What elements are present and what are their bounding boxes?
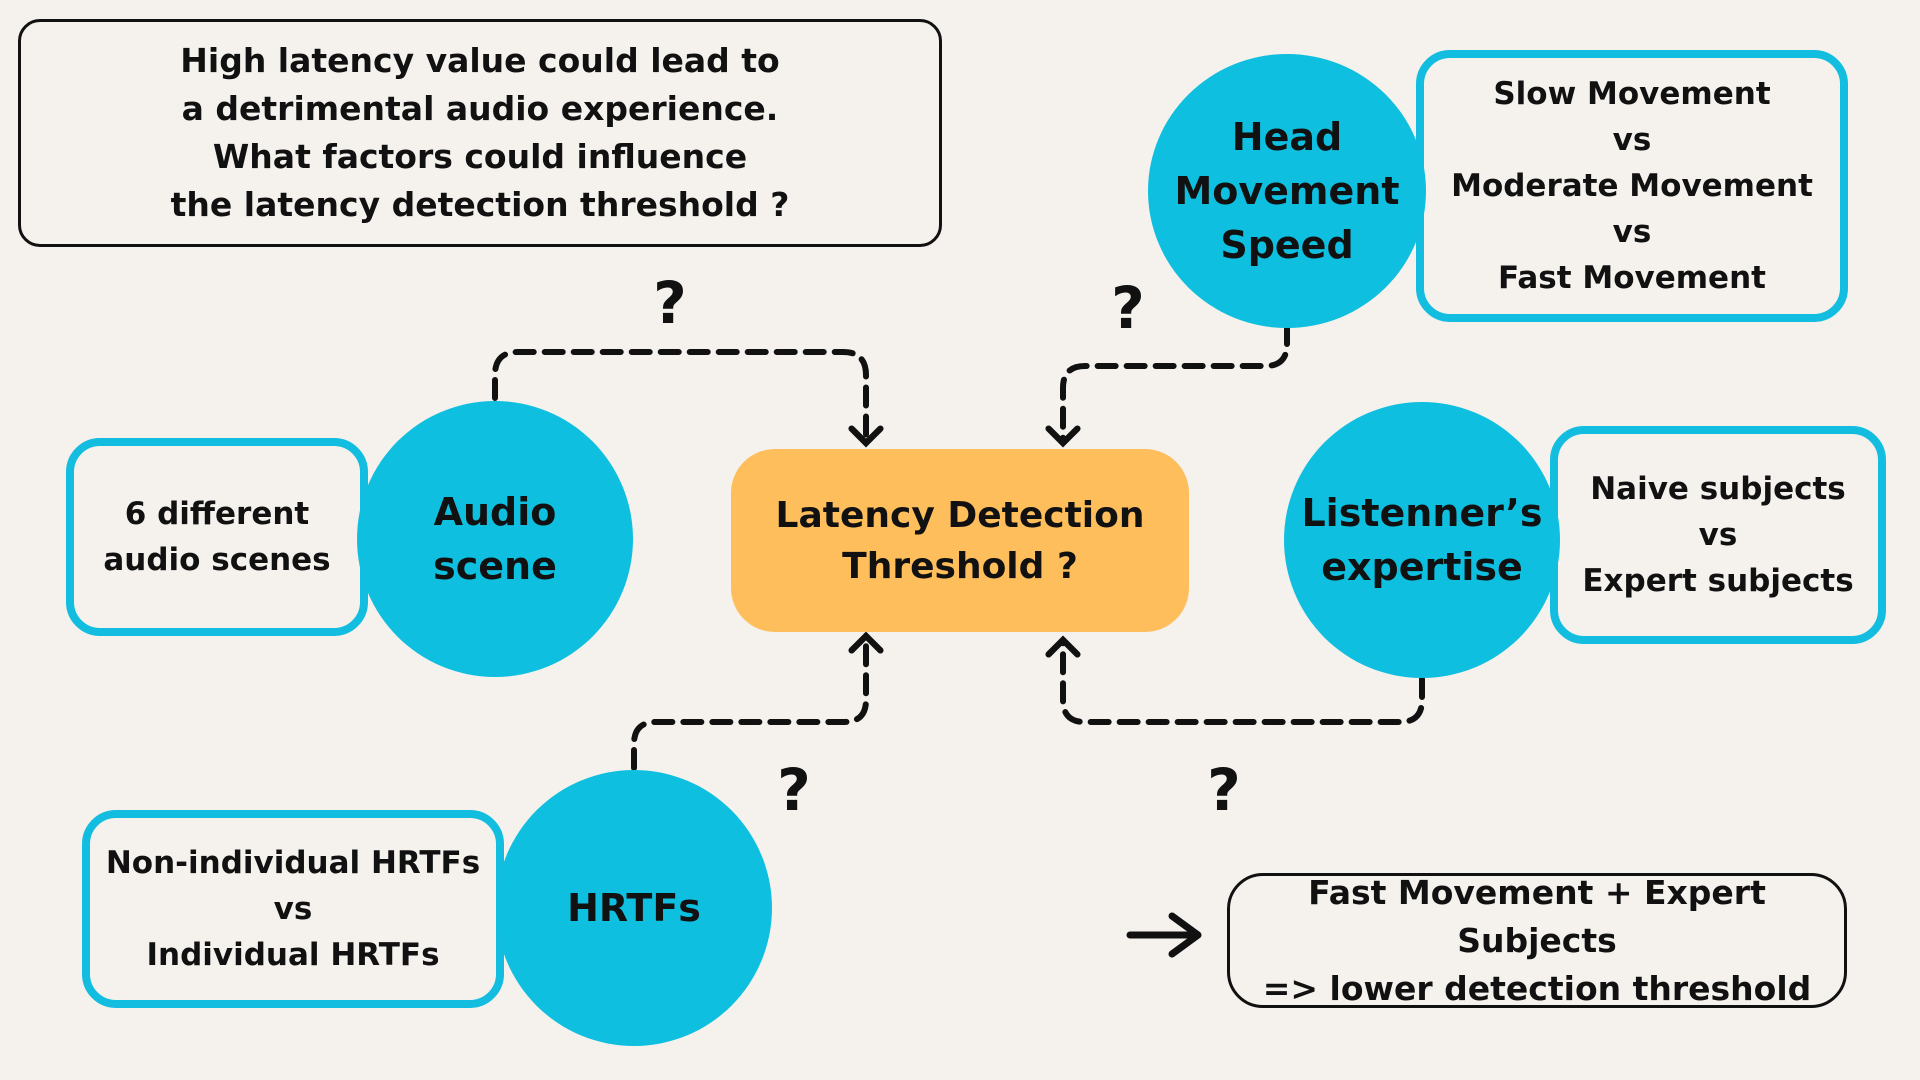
hrtfs-options-box: Non-individual HRTFs vs Individual HRTFs	[82, 810, 504, 1008]
head-movement-options-box: Slow Movement vs Moderate Movement vs Fa…	[1416, 50, 1848, 322]
connector-head-movement	[1045, 323, 1290, 448]
audio-scene-label: Audio scene	[433, 490, 557, 588]
question-mark-hrtfs: ?	[777, 756, 811, 824]
question-mark-listener-expertise: ?	[1207, 756, 1241, 824]
audio-scene-options-box: 6 different audio scenes	[66, 438, 368, 636]
listener-expertise-options-box: Naive subjects vs Expert subjects	[1550, 426, 1886, 644]
hrtfs-label: HRTFs	[567, 886, 701, 930]
question-text: High latency value could lead to a detri…	[170, 41, 790, 224]
conclusion-box: Fast Movement + Expert Subjects => lower…	[1227, 873, 1847, 1008]
latency-threshold-box: Latency Detection Threshold ?	[731, 449, 1189, 632]
conclusion-arrow	[1126, 912, 1202, 958]
audio-scene-options-text: 6 different audio scenes	[103, 496, 331, 578]
latency-threshold-label: Latency Detection Threshold ?	[775, 494, 1145, 587]
connector-hrtfs	[631, 631, 884, 771]
head-movement-circle: Head Movement Speed	[1148, 54, 1426, 328]
audio-scene-circle: Audio scene	[357, 401, 633, 677]
listener-expertise-options-text: Naive subjects vs Expert subjects	[1582, 471, 1854, 599]
listener-expertise-circle: Listenner’s expertise	[1284, 402, 1560, 678]
listener-expertise-label: Listenner’s expertise	[1301, 491, 1543, 589]
hrtfs-circle: HRTFs	[496, 770, 772, 1046]
question-mark-head-movement: ?	[1111, 274, 1145, 342]
connector-listener-expertise	[1045, 635, 1425, 725]
conclusion-text: Fast Movement + Expert Subjects => lower…	[1262, 872, 1812, 1008]
hrtfs-options-text: Non-individual HRTFs vs Individual HRTFs	[105, 845, 481, 973]
question-box: High latency value could lead to a detri…	[18, 19, 942, 247]
head-movement-options-text: Slow Movement vs Moderate Movement vs Fa…	[1451, 76, 1813, 296]
head-movement-label: Head Movement Speed	[1174, 115, 1400, 267]
connector-audio-scene	[492, 349, 884, 448]
question-mark-audio-scene: ?	[653, 269, 687, 337]
